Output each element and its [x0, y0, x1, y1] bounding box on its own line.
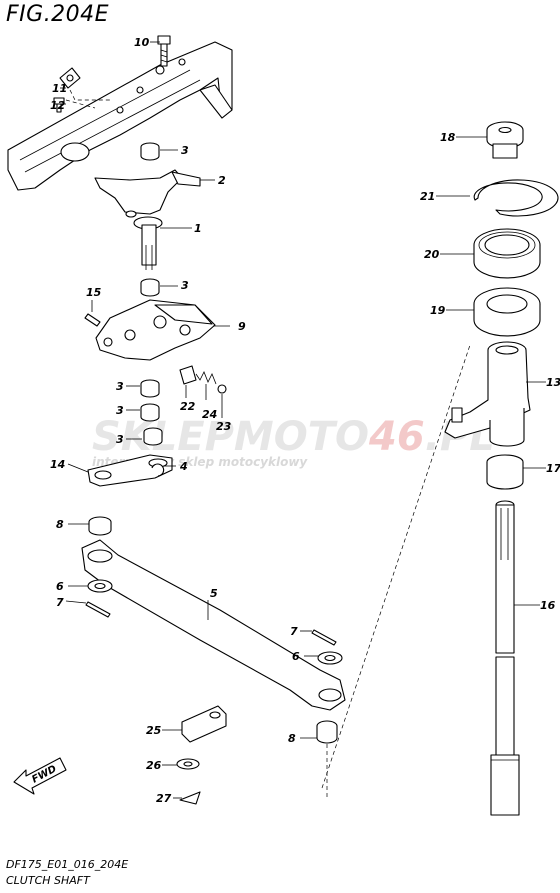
callout-9: 9: [238, 320, 246, 333]
callout-3: 3: [181, 279, 189, 292]
guide-part: [181, 705, 227, 743]
callout-5: 5: [210, 587, 218, 600]
plug-part: [486, 121, 524, 159]
figure-code: DF175_E01_016_204E: [6, 858, 129, 871]
watermark-brand-2: 46: [368, 414, 425, 460]
callout-3: 3: [116, 380, 124, 393]
callout-13: 13: [546, 376, 560, 389]
clip-part: [59, 67, 81, 89]
callout-3: 3: [181, 144, 189, 157]
callout-8: 8: [56, 518, 64, 531]
callout-3: 3: [116, 404, 124, 417]
callout-2: 2: [218, 174, 226, 187]
housing-part: [95, 299, 216, 361]
circlip-part: [151, 463, 165, 477]
bush-part: [143, 427, 163, 446]
callout-12: 12: [50, 99, 66, 112]
bracket-part: [7, 41, 233, 191]
bush-part: [140, 403, 160, 422]
bush-part: [486, 454, 524, 490]
callout-10: 10: [134, 36, 150, 49]
callout-11: 11: [52, 82, 67, 95]
clutch-lever-part: [94, 169, 201, 270]
screw-part: [84, 313, 101, 327]
shaft-housing-part: [444, 341, 531, 447]
bush-body: [140, 283, 160, 297]
detent-pin-part: [179, 365, 197, 385]
bush-part: [140, 379, 160, 398]
fwd-arrow-icon: FWD: [13, 757, 67, 795]
callout-1: 1: [194, 222, 202, 235]
washer-part: [88, 516, 112, 536]
washer-hole: [94, 582, 106, 590]
spring-part: [195, 371, 217, 385]
callout-8: 8: [288, 732, 296, 745]
callout-23: 23: [216, 420, 232, 433]
leader-lines: [54, 41, 546, 799]
alignment-line: [321, 344, 471, 789]
shift-lever-part: [87, 454, 173, 487]
washer-part: [316, 720, 338, 744]
callout-7: 7: [56, 596, 64, 609]
callout-19: 19: [430, 304, 446, 317]
callout-14: 14: [50, 458, 65, 471]
link-rod-part: [81, 539, 346, 711]
callout-24: 24: [202, 408, 217, 421]
callout-17: 17: [546, 462, 560, 475]
callout-6: 6: [56, 580, 64, 593]
callout-21: 21: [420, 190, 435, 203]
pin-part: [179, 791, 201, 805]
washer-hole: [324, 654, 336, 662]
callout-7: 7: [290, 625, 298, 638]
clutch-shaft-part: [490, 500, 520, 816]
washer-hole: [183, 761, 193, 767]
bush-body: [140, 147, 160, 161]
watermark-brand-1: SKLEPMOTO: [92, 414, 369, 460]
seal-part: [473, 287, 541, 337]
callout-27: 27: [156, 792, 172, 805]
figure-title: FIG.204E: [6, 2, 110, 27]
callout-6: 6: [292, 650, 300, 663]
circlip-part: [473, 179, 559, 217]
callout-labels: 10 11 12 3 2 1 3 15 9 3 3 22 24 23 3 14 …: [50, 36, 560, 805]
callout-25: 25: [146, 724, 162, 737]
callout-16: 16: [540, 599, 556, 612]
callout-22: 22: [180, 400, 196, 413]
figure-caption: CLUTCH SHAFT: [6, 874, 90, 887]
callout-20: 20: [424, 248, 440, 261]
split-pin-part: [85, 601, 111, 618]
callout-4: 4: [179, 460, 188, 473]
callout-18: 18: [440, 131, 456, 144]
callout-3: 3: [116, 433, 124, 446]
bolt-part: [157, 35, 171, 67]
ball-part: [217, 384, 227, 394]
split-pin-part: [311, 629, 337, 646]
bearing-part: [473, 228, 541, 279]
callout-15: 15: [86, 286, 102, 299]
callout-26: 26: [146, 759, 162, 772]
